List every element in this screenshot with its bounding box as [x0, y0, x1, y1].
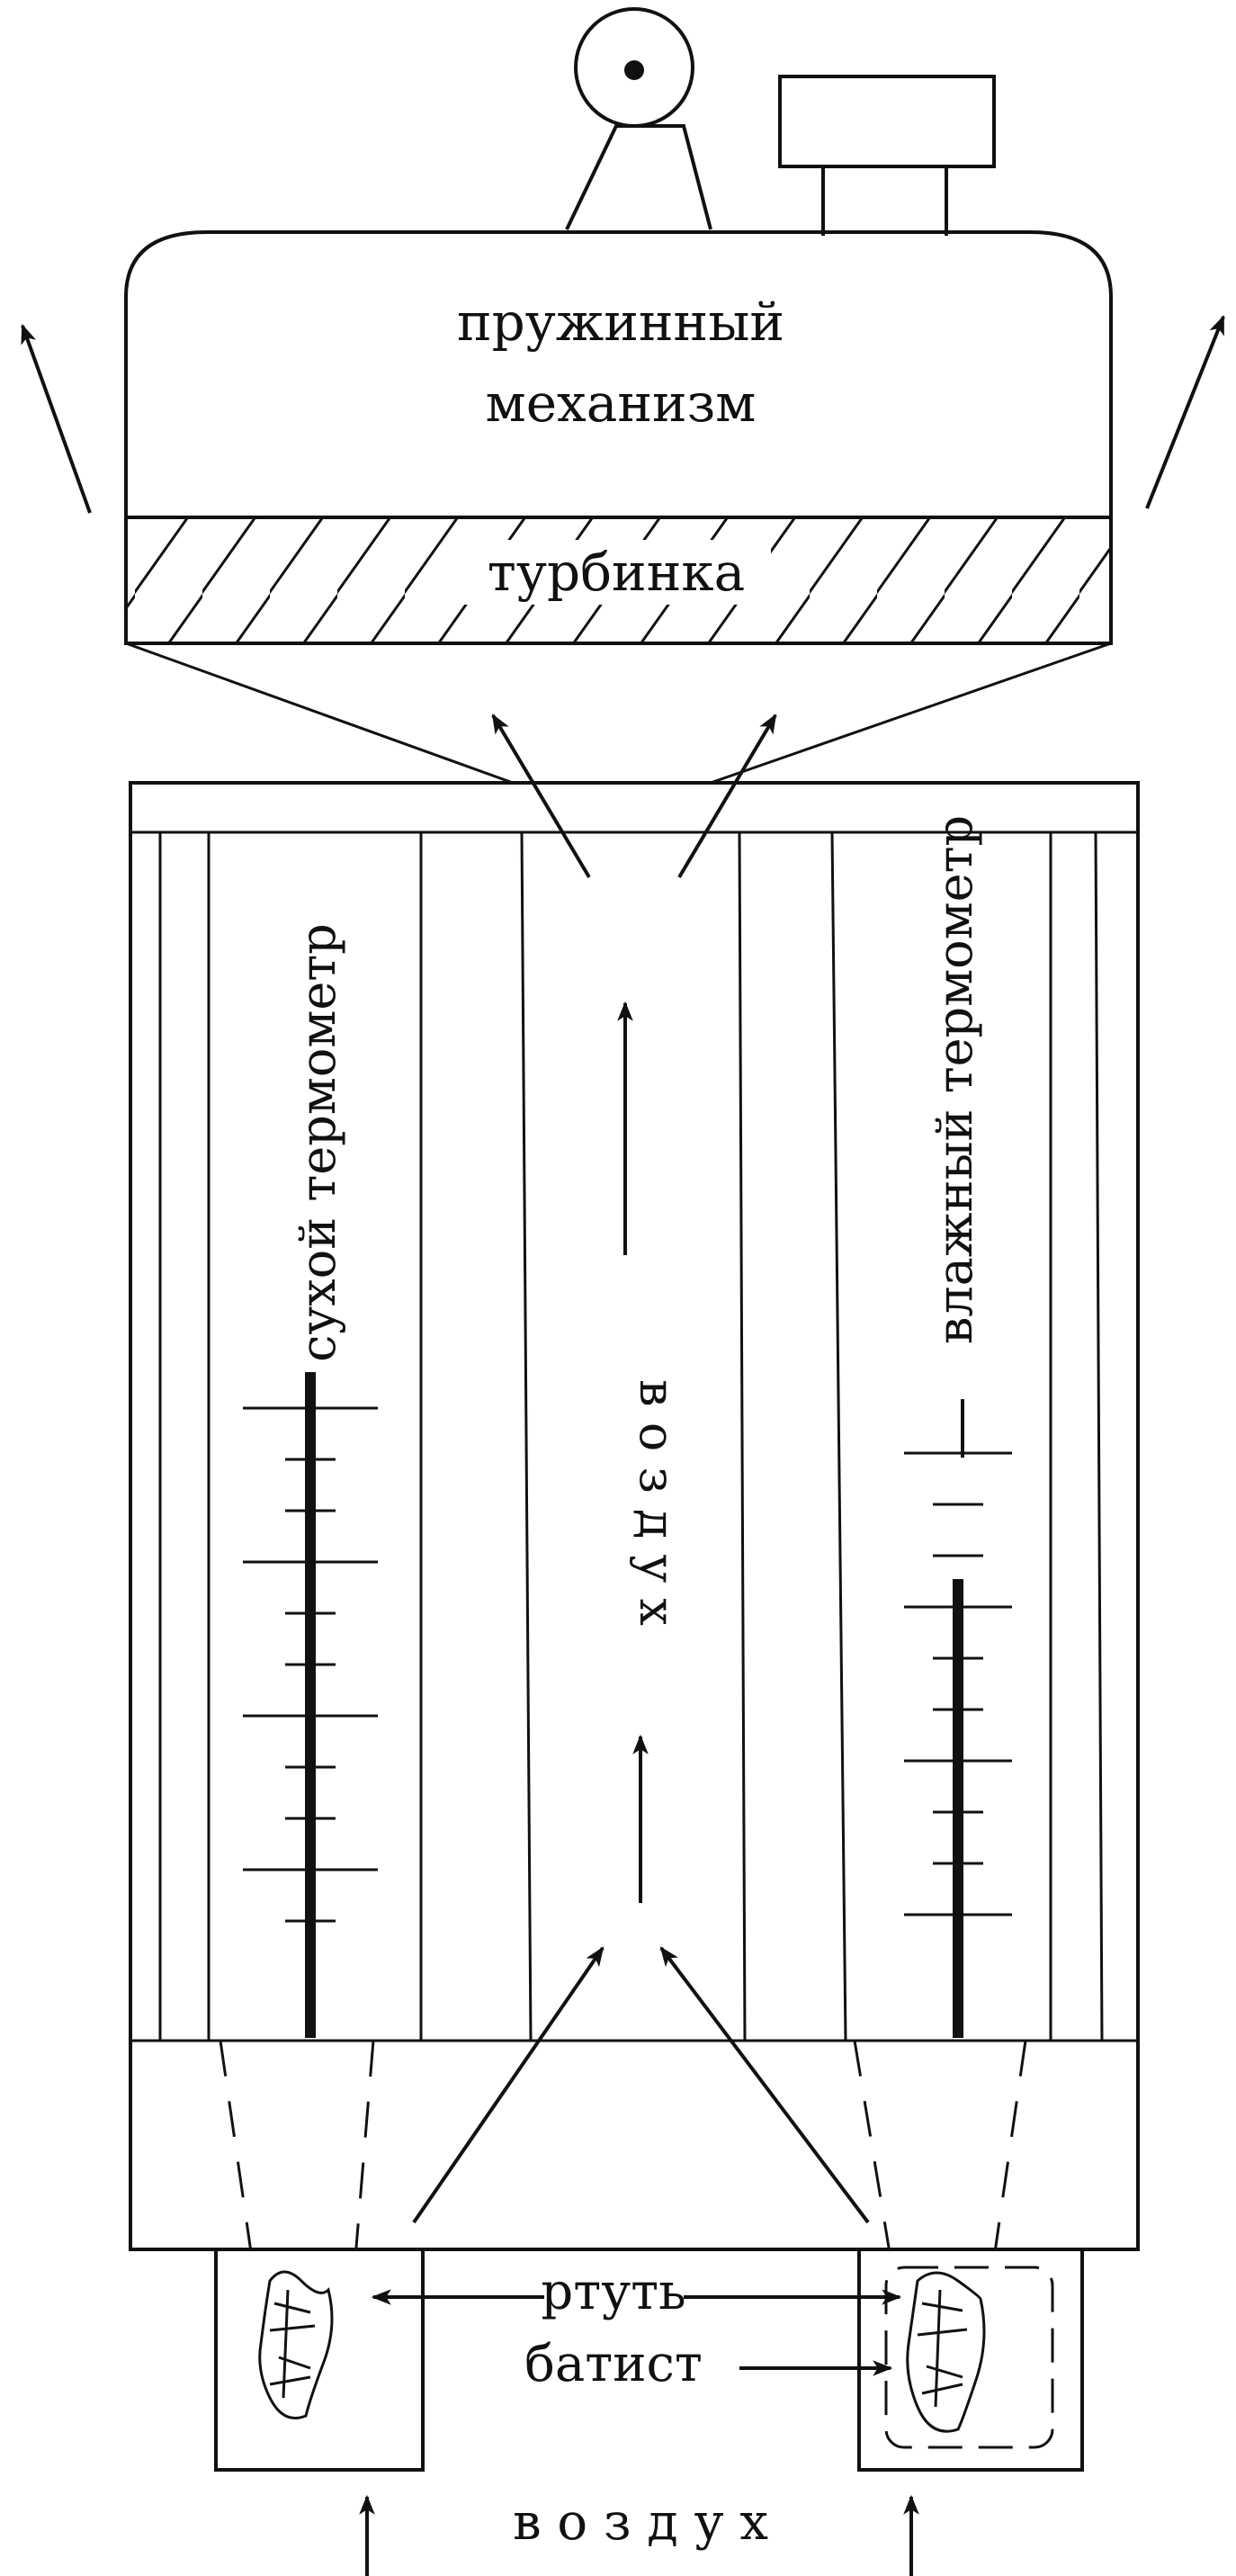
dry-thermometer-label: сухой термометр	[290, 923, 346, 1361]
winding-knob	[565, 7, 712, 230]
turbine-label: турбинка	[488, 542, 745, 603]
bulb-guides	[219, 2040, 1027, 2259]
mercury-label: ртуть	[541, 2263, 685, 2321]
funnel-right	[710, 642, 1112, 785]
outflow-arrow-left	[21, 323, 92, 514]
funnel-left	[125, 642, 514, 785]
wet-thermometer-label: влажный термометр	[927, 815, 983, 1344]
turbine-band	[124, 516, 1113, 645]
wet-bulb-housing	[857, 2248, 1084, 2472]
dry-thermometer	[243, 1372, 378, 2038]
spring-mechanism-label-2: механизм	[486, 372, 757, 434]
air-label-vertical: в о з д у х	[629, 1379, 685, 1626]
wet-thermometer	[904, 1399, 1012, 2038]
batiste-label: батист	[524, 2335, 703, 2393]
main-body	[129, 781, 1140, 2251]
air-label-bottom: в о з д у х	[513, 2493, 768, 2552]
outflow-arrow-right	[1145, 314, 1225, 509]
spring-mechanism-label-1: пружинный	[457, 292, 784, 353]
air-arrow-up-right	[677, 714, 777, 879]
air-arrow-up-left	[491, 714, 591, 879]
air-arrow-lower-right	[659, 1946, 870, 2224]
air-arrow-lower-left	[412, 1946, 605, 2224]
spring-mechanism-housing	[124, 230, 1113, 517]
dry-bulb-housing	[214, 2248, 425, 2472]
top-clip	[778, 75, 996, 236]
